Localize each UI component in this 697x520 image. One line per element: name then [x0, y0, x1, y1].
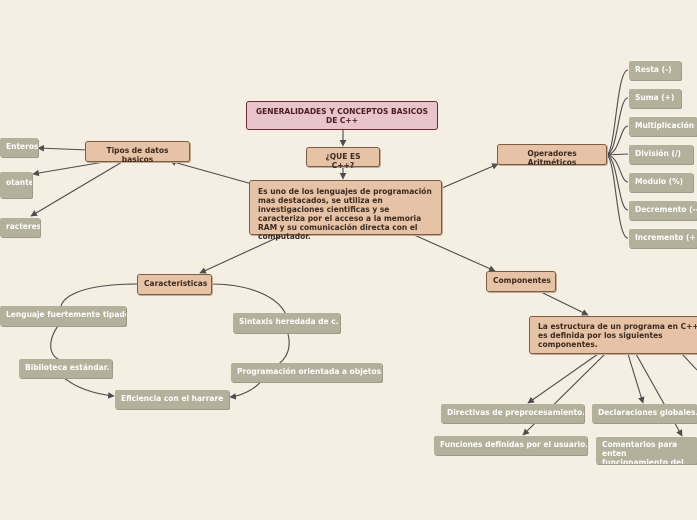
componente-declaraciones[interactable]: Declaraciones globales.	[592, 404, 697, 423]
operadores-label: Operadores Aritméticos	[527, 149, 577, 167]
caracteristica-poo[interactable]: Programación orientada a objetos.	[231, 363, 382, 382]
question-node[interactable]: ¿QUE ES C++?	[306, 147, 380, 170]
operador-incremento[interactable]: Incremento (+	[629, 229, 697, 248]
caracteristicas-node[interactable]: Caracteristicas	[137, 274, 212, 295]
caracteristica-tipado[interactable]: Lenguaje fuertemente tipado.	[0, 306, 126, 326]
operador-decremento[interactable]: Decremento (--	[629, 201, 697, 220]
componente-comentarios[interactable]: Comentarios para enten funcionamiento de…	[596, 437, 697, 464]
question-text: ¿QUE ES C++?	[325, 152, 361, 170]
tipos-leaf-enteros[interactable]: Enteros	[0, 138, 38, 157]
caracteristica-eficiencia[interactable]: Eficiencia con el harrare	[115, 390, 229, 409]
operador-suma[interactable]: Suma (+)	[629, 89, 681, 108]
componentes-label: Componentes	[493, 276, 551, 285]
caracteristica-sintaxis[interactable]: Sintaxis heredada de c.	[233, 313, 340, 333]
tipos-node[interactable]: Tipos de datos basicos	[85, 141, 190, 164]
tipos-leaf-flotante[interactable]: otante	[0, 172, 32, 198]
operador-modulo[interactable]: Modulo (%)	[629, 173, 693, 192]
tipos-leaf-caracteres[interactable]: racteres	[0, 218, 40, 237]
caracteristica-biblioteca[interactable]: Biblioteca estándar.	[19, 359, 112, 378]
title-node[interactable]: GENERALIDADES Y CONCEPTOS BASICOS DE C++	[246, 101, 438, 130]
tipos-label: Tipos de datos basicos	[106, 146, 169, 164]
componentes-description-node[interactable]: La estructura de un programa en C++ es d…	[529, 316, 697, 354]
componentes-node[interactable]: Componentes	[486, 271, 556, 292]
componente-directivas[interactable]: Directivas de preprocesamiento.	[441, 404, 584, 423]
operador-resta[interactable]: Resta (-)	[629, 61, 681, 80]
caracteristicas-label: Caracteristicas	[144, 279, 208, 288]
definition-text: Es uno de los lenguajes de programación …	[258, 187, 432, 241]
operadores-node[interactable]: Operadores Aritméticos	[497, 144, 607, 167]
operador-division[interactable]: División (/)	[629, 145, 693, 164]
title-text: GENERALIDADES Y CONCEPTOS BASICOS DE C++	[255, 107, 429, 125]
componentes-description: La estructura de un programa en C++ es d…	[538, 322, 697, 349]
definition-node[interactable]: Es uno de los lenguajes de programación …	[249, 180, 442, 241]
componente-funciones[interactable]: Funciones definidas por el usuario.	[434, 436, 587, 455]
operador-multiplicacion[interactable]: Multiplicación (	[629, 117, 697, 136]
